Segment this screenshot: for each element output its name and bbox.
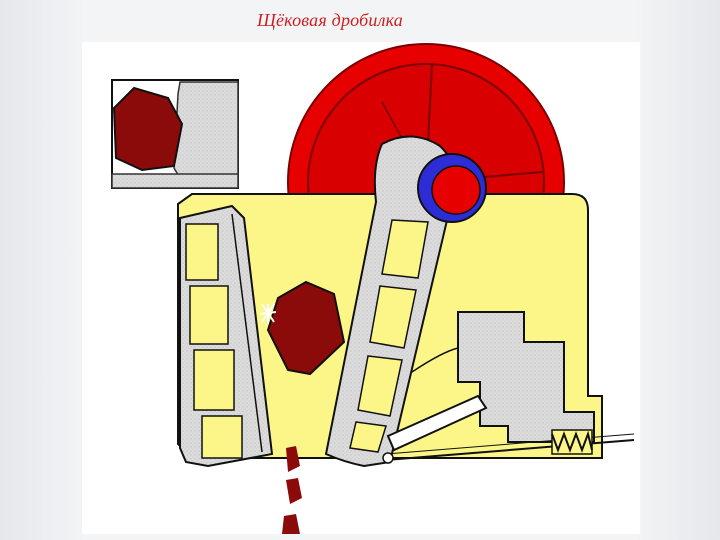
crushed-fragments <box>282 446 302 534</box>
slide-title: Щёковая дробилка <box>257 10 403 30</box>
rock-being-crushed <box>259 280 346 376</box>
adjustment-block <box>411 311 595 443</box>
jaw-crusher-diagram <box>82 42 640 534</box>
toggle-plate <box>386 394 488 452</box>
moving-jaw <box>324 135 457 468</box>
tension-spring <box>551 429 593 455</box>
inset-sample-box <box>111 79 239 189</box>
rock-sample <box>112 86 184 172</box>
fixed-jaw <box>179 204 274 468</box>
eccentric-shaft <box>417 153 487 223</box>
